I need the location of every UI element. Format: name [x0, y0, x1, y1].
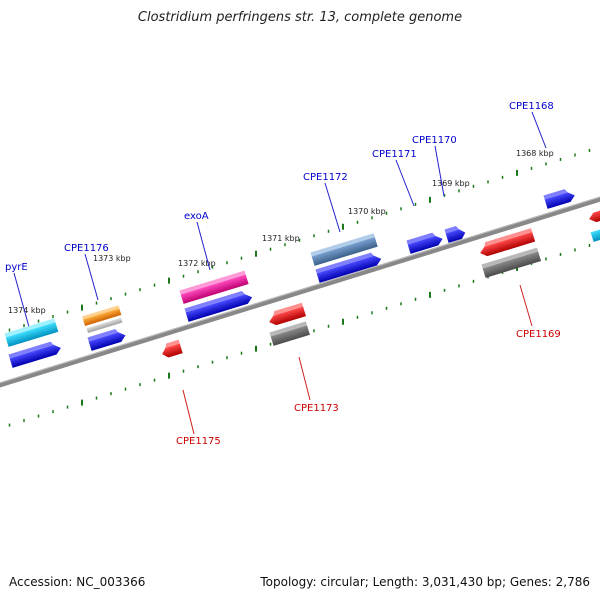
feature-cpe1173-grey[interactable]: [269, 321, 310, 346]
tick-label-1372: 1372 kbp: [178, 259, 216, 268]
tick-label-1373: 1373 kbp: [93, 254, 131, 263]
gene-label-cpe1173[interactable]: CPE1173: [294, 356, 339, 414]
feature-cpe1169-grey[interactable]: [481, 247, 542, 278]
svg-text:pyrE: pyrE: [5, 262, 28, 273]
feature-cpe1171-blue[interactable]: [406, 230, 444, 254]
accession-text: Accession: NC_003366: [9, 575, 146, 589]
genome-backbone: [0, 196, 600, 388]
svg-text:CPE1171: CPE1171: [372, 149, 417, 160]
svg-text:CPE1168: CPE1168: [509, 101, 554, 112]
feature-exoa-pink[interactable]: [179, 270, 249, 304]
svg-text:CPE1173: CPE1173: [294, 403, 339, 414]
feature-cpe1175-red[interactable]: [159, 339, 183, 359]
lower-tick-track: [8, 243, 591, 427]
feature-exoa-blue[interactable]: [184, 289, 253, 322]
gene-label-cpe1172[interactable]: CPE1172: [303, 172, 348, 233]
feature-pyre-cyan[interactable]: [4, 318, 59, 347]
svg-text:exoA: exoA: [184, 211, 209, 222]
tick-label-1368: 1368 kbp: [516, 149, 554, 158]
gene-label-cpe1171[interactable]: CPE1171: [372, 149, 417, 207]
gene-label-cpe1175[interactable]: CPE1175: [176, 389, 221, 447]
feature-cpe1176-orange[interactable]: [82, 305, 122, 326]
feature-pyre-blue[interactable]: [8, 339, 62, 368]
genome-info-text: Topology: circular; Length: 3,031,430 bp…: [260, 575, 590, 589]
feature-cpe1168-blue[interactable]: [543, 187, 576, 209]
tick-label-1369: 1369 kbp: [432, 179, 470, 188]
tick-label-1374: 1374 kbp: [8, 306, 46, 315]
upper-tick-track: [8, 148, 591, 332]
svg-text:CPE1175: CPE1175: [176, 436, 221, 447]
gene-label-exoa[interactable]: exoA: [184, 211, 211, 271]
svg-text:CPE1169: CPE1169: [516, 329, 561, 340]
feature-cpe1176-blue[interactable]: [87, 327, 126, 351]
feature-cpe1172-blue[interactable]: [315, 250, 382, 283]
svg-text:CPE1170: CPE1170: [412, 135, 457, 146]
feature-cpe1176-lightgrey[interactable]: [86, 317, 123, 333]
feature-cpe1172-steel[interactable]: [310, 233, 378, 266]
gene-label-cpe1168[interactable]: CPE1168: [509, 101, 554, 149]
gene-label-pyre[interactable]: pyrE: [5, 262, 30, 328]
feature-cpe1170-blue[interactable]: [444, 224, 466, 243]
feature-cpe1173-red[interactable]: [266, 302, 306, 327]
tick-label-1370: 1370 kbp: [348, 207, 386, 216]
svg-text:CPE1176: CPE1176: [64, 243, 109, 254]
feature-edge-cyan[interactable]: [590, 228, 600, 242]
map-title: Clostridium perfringens str. 13, complet…: [137, 10, 463, 25]
feature-cpe1169-red[interactable]: [477, 228, 536, 258]
gene-label-cpe1169[interactable]: CPE1169: [516, 284, 561, 340]
genome-backbone-highlight: [0, 196, 600, 384]
tick-label-1371: 1371 kbp: [262, 234, 300, 243]
gene-label-cpe1170[interactable]: CPE1170: [412, 135, 457, 197]
feature-edge-red[interactable]: [588, 208, 600, 224]
svg-text:CPE1172: CPE1172: [303, 172, 348, 183]
gene-label-cpe1176[interactable]: CPE1176: [64, 243, 109, 301]
